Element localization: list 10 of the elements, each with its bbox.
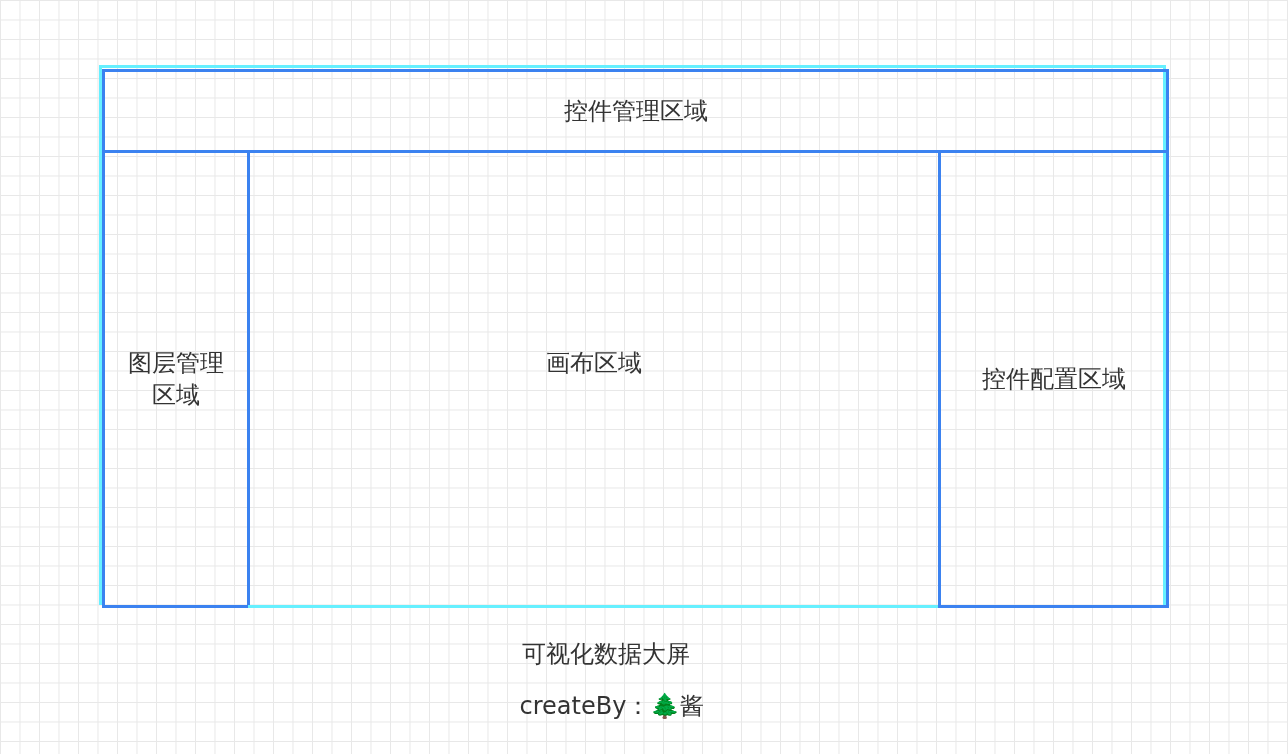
frame-box [99, 65, 1166, 605]
region-box [938, 150, 1169, 608]
region-label: 图层管理区域 [127, 348, 225, 411]
region-box [102, 69, 1169, 153]
region-label: 画布区域 [546, 347, 642, 379]
author-note: createBy：🌲酱 [518, 691, 706, 722]
caption: 可视化数据大屏 [521, 639, 691, 670]
region-label: 控件配置区域 [981, 364, 1126, 395]
region-box [102, 150, 250, 608]
region-label: 控件管理区域 [563, 96, 708, 127]
